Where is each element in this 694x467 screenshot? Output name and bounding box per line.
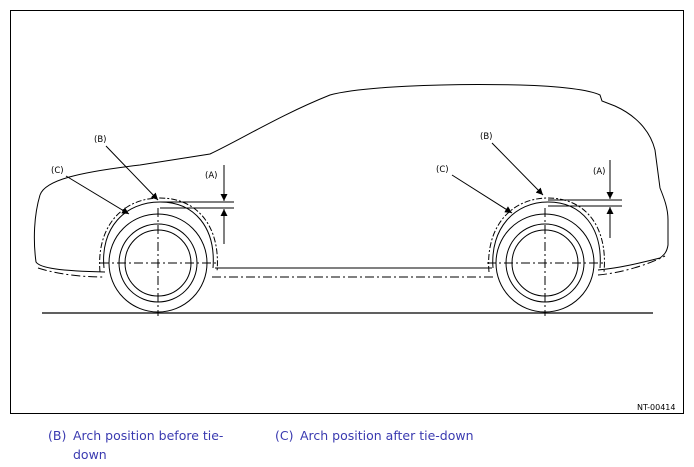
vehicle-body: [33, 84, 669, 273]
front-label-c: (C): [51, 166, 64, 176]
rear-label-a: (A): [593, 167, 605, 177]
rear-arch-before: [492, 201, 601, 269]
rear-wheel: [487, 208, 603, 316]
legend-key-c: (C): [275, 428, 294, 443]
front-label-a: (A): [205, 171, 217, 181]
front-arch-after: [99, 197, 218, 273]
legend-key-b: (B): [48, 428, 67, 443]
figure-code: NT-00414: [637, 403, 675, 412]
front-wheel: [100, 208, 216, 316]
legend-text-b-line1: Arch position before tie-: [73, 428, 224, 443]
leader-lines: [65, 142, 544, 215]
lower-body-dashed-line: [37, 255, 666, 278]
legend-text-b-line2: down: [73, 447, 107, 462]
rear-label-b: (B): [480, 132, 492, 142]
rear-dimension-a: [548, 160, 622, 238]
rear-label-c: (C): [436, 165, 449, 175]
front-dimension-a: [160, 165, 234, 244]
front-label-b: (B): [94, 135, 106, 145]
figure-frame: [10, 10, 684, 414]
legend-text-c: Arch position after tie-down: [300, 428, 474, 443]
legend-text-b: Arch position before tie- down: [73, 426, 223, 464]
